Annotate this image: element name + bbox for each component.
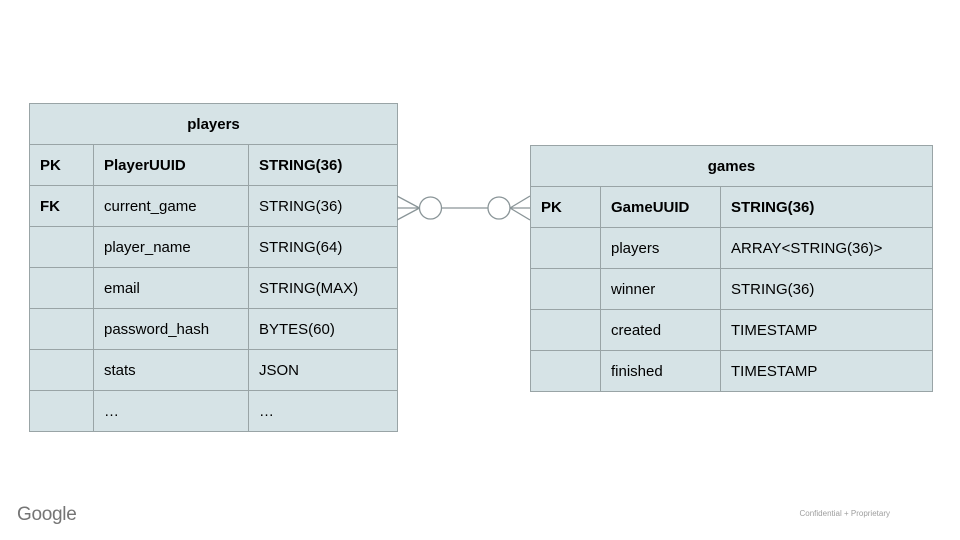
games-row-1-type: ARRAY<STRING(36)> [719,227,934,269]
games-entity-table: games PK GameUUID STRING(36) players ARR… [529,145,934,392]
games-title-row: games [529,145,934,187]
players-row-3-key [29,267,94,309]
games-row-2-type: STRING(36) [719,268,934,310]
table-row: created TIMESTAMP [530,309,934,351]
games-row-1-key [530,227,601,269]
games-row-4-type: TIMESTAMP [719,350,934,392]
players-row-4-type: BYTES(60) [247,308,399,350]
games-row-0-key: PK [530,186,601,228]
table-row: password_hash BYTES(60) [29,308,399,350]
players-row-1-key: FK [29,185,94,227]
players-entity-table: players PK PlayerUUID STRING(36) FK curr… [28,103,399,432]
players-row-0-type: STRING(36) [247,144,399,186]
players-row-6-key [29,390,94,432]
games-table-title: games [529,145,934,187]
table-row: PK GameUUID STRING(36) [530,186,934,228]
players-row-4-key [29,308,94,350]
players-table-title: players [28,103,399,145]
players-row-5-name: stats [93,349,249,391]
games-row-3-type: TIMESTAMP [719,309,934,351]
relationship-connector [397,186,530,230]
games-row-2-key [530,268,601,310]
crow-foot-left-icon [397,195,420,221]
google-logo: Google [17,504,77,525]
table-row: email STRING(MAX) [29,267,399,309]
players-row-2-key [29,226,94,268]
players-row-0-key: PK [29,144,94,186]
players-row-1-name: current_game [93,185,249,227]
zero-circle-right-icon [487,196,511,220]
games-row-3-key [530,309,601,351]
table-row: … … [29,390,399,432]
players-row-3-type: STRING(MAX) [247,267,399,309]
players-row-3-name: email [93,267,249,309]
players-row-2-name: player_name [93,226,249,268]
zero-circle-left-icon [418,196,443,220]
players-row-0-name: PlayerUUID [93,144,249,186]
confidential-footnote: Confidential + Proprietary [799,509,891,518]
table-row: stats JSON [29,349,399,391]
crow-foot-right-icon [509,195,530,221]
games-row-4-name: finished [600,350,721,392]
games-row-1-name: players [600,227,721,269]
table-row: players ARRAY<STRING(36)> [530,227,934,269]
table-row: winner STRING(36) [530,268,934,310]
players-row-5-type: JSON [247,349,399,391]
table-row: finished TIMESTAMP [530,350,934,392]
players-row-1-type: STRING(36) [247,185,399,227]
games-row-0-type: STRING(36) [719,186,934,228]
games-row-3-name: created [600,309,721,351]
table-row: FK current_game STRING(36) [29,185,399,227]
games-row-0-name: GameUUID [600,186,721,228]
players-row-6-name: … [93,390,249,432]
games-row-4-key [530,350,601,392]
players-row-2-type: STRING(64) [247,226,399,268]
table-row: PK PlayerUUID STRING(36) [29,144,399,186]
players-row-5-key [29,349,94,391]
players-row-6-type: … [247,390,399,432]
players-row-4-name: password_hash [93,308,249,350]
games-row-2-name: winner [600,268,721,310]
table-row: player_name STRING(64) [29,226,399,268]
players-title-row: players [28,103,399,145]
